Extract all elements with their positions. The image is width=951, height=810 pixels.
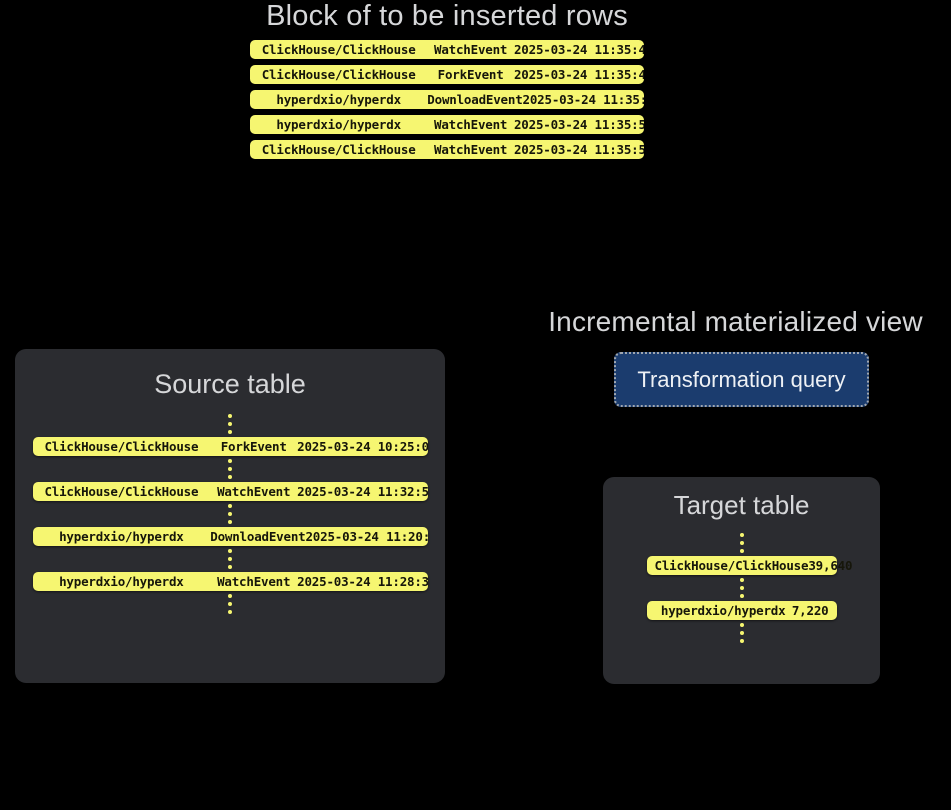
target-table-row: hyperdxio/hyperdx 7,220	[646, 601, 837, 620]
source-row-repo: ClickHouse/ClickHouse	[44, 439, 199, 454]
block-row-event: WatchEvent	[434, 42, 508, 57]
block-row-event: ForkEvent	[437, 67, 504, 82]
source-row-timestamp: 2025-03-24 11:20:12	[305, 529, 427, 544]
block-row-timestamp: 2025-03-24 11:35:44	[513, 67, 644, 82]
source-row-event: DownloadEvent	[210, 529, 306, 544]
block-row-event: WatchEvent	[434, 117, 508, 132]
block-row-repo: hyperdxio/hyperdx	[276, 92, 401, 107]
source-row-repo: ClickHouse/ClickHouse	[44, 484, 199, 499]
source-table-row: hyperdxio/hyperdx DownloadEvent 2025-03-…	[32, 527, 428, 546]
block-row: ClickHouse/ClickHouse ForkEvent 2025-03-…	[250, 65, 644, 84]
block-row: hyperdxio/hyperdx WatchEvent 2025-03-24 …	[250, 115, 644, 134]
source-row-event: ForkEvent	[220, 439, 287, 454]
source-row-event: WatchEvent	[217, 484, 291, 499]
vertical-ellipsis-icon	[228, 591, 232, 617]
target-table-title: Target table	[673, 490, 810, 520]
source-row-repo: hyperdxio/hyperdx	[59, 574, 184, 589]
vertical-ellipsis-icon	[228, 546, 232, 572]
block-row: hyperdxio/hyperdx DownloadEvent 2025-03-…	[250, 90, 644, 109]
block-row: ClickHouse/ClickHouse WatchEvent 2025-03…	[250, 140, 644, 159]
block-row-repo: ClickHouse/ClickHouse	[261, 142, 416, 157]
block-row-repo: hyperdxio/hyperdx	[276, 117, 401, 132]
source-table-row: ClickHouse/ClickHouse ForkEvent 2025-03-…	[32, 437, 428, 456]
vertical-ellipsis-icon	[739, 530, 744, 556]
source-row-event: WatchEvent	[217, 574, 291, 589]
source-row-timestamp: 2025-03-24 11:32:54	[297, 484, 428, 499]
transformation-query-box[interactable]: Transformation query	[614, 352, 869, 407]
source-row-timestamp: 2025-03-24 10:25:00	[297, 439, 428, 454]
block-row-repo: ClickHouse/ClickHouse	[261, 67, 416, 82]
vertical-ellipsis-icon	[228, 456, 232, 482]
block-row-timestamp: 2025-03-24 11:35:52	[513, 117, 644, 132]
block-row: ClickHouse/ClickHouse WatchEvent 2025-03…	[250, 40, 644, 59]
transformation-query-label: Transformation query	[637, 366, 846, 392]
block-row-timestamp: 2025-03-24 11:35:40	[513, 42, 644, 57]
vertical-ellipsis-icon	[228, 501, 232, 527]
source-table-row: ClickHouse/ClickHouse WatchEvent 2025-03…	[32, 482, 428, 501]
vertical-ellipsis-icon	[228, 411, 232, 437]
block-of-rows-list: ClickHouse/ClickHouse WatchEvent 2025-03…	[250, 40, 644, 165]
target-row-count: 39,640	[808, 558, 853, 573]
target-row-repo: hyperdxio/hyperdx	[660, 603, 786, 618]
target-row-repo: ClickHouse/ClickHouse	[654, 558, 809, 573]
block-of-rows-title: Block of to be inserted rows	[266, 0, 628, 32]
source-table-panel: Source table ClickHouse/ClickHouse ForkE…	[15, 349, 445, 683]
vertical-ellipsis-icon	[739, 620, 744, 646]
vertical-ellipsis-icon	[739, 575, 744, 601]
source-table-row: hyperdxio/hyperdx WatchEvent 2025-03-24 …	[32, 572, 428, 591]
target-row-count: 7,220	[791, 603, 829, 618]
source-table-title: Source table	[154, 369, 306, 399]
source-row-repo: hyperdxio/hyperdx	[59, 529, 184, 544]
block-row-timestamp: 2025-03-24 11:35:48	[522, 92, 644, 107]
source-row-timestamp: 2025-03-24 11:28:32	[297, 574, 428, 589]
target-table-panel: Target table ClickHouse/ClickHouse 39,64…	[603, 477, 880, 684]
block-row-event: WatchEvent	[434, 142, 508, 157]
block-row-event: DownloadEvent	[427, 92, 523, 107]
target-table-row: ClickHouse/ClickHouse 39,640	[646, 556, 853, 575]
block-row-timestamp: 2025-03-24 11:35:54	[513, 142, 644, 157]
target-table-rows: ClickHouse/ClickHouse 39,640 hyperdxio/h…	[603, 530, 880, 646]
block-row-repo: ClickHouse/ClickHouse	[261, 42, 416, 57]
source-table-rows: ClickHouse/ClickHouse ForkEvent 2025-03-…	[15, 411, 445, 617]
materialized-view-title: Incremental materialized view	[548, 306, 923, 337]
